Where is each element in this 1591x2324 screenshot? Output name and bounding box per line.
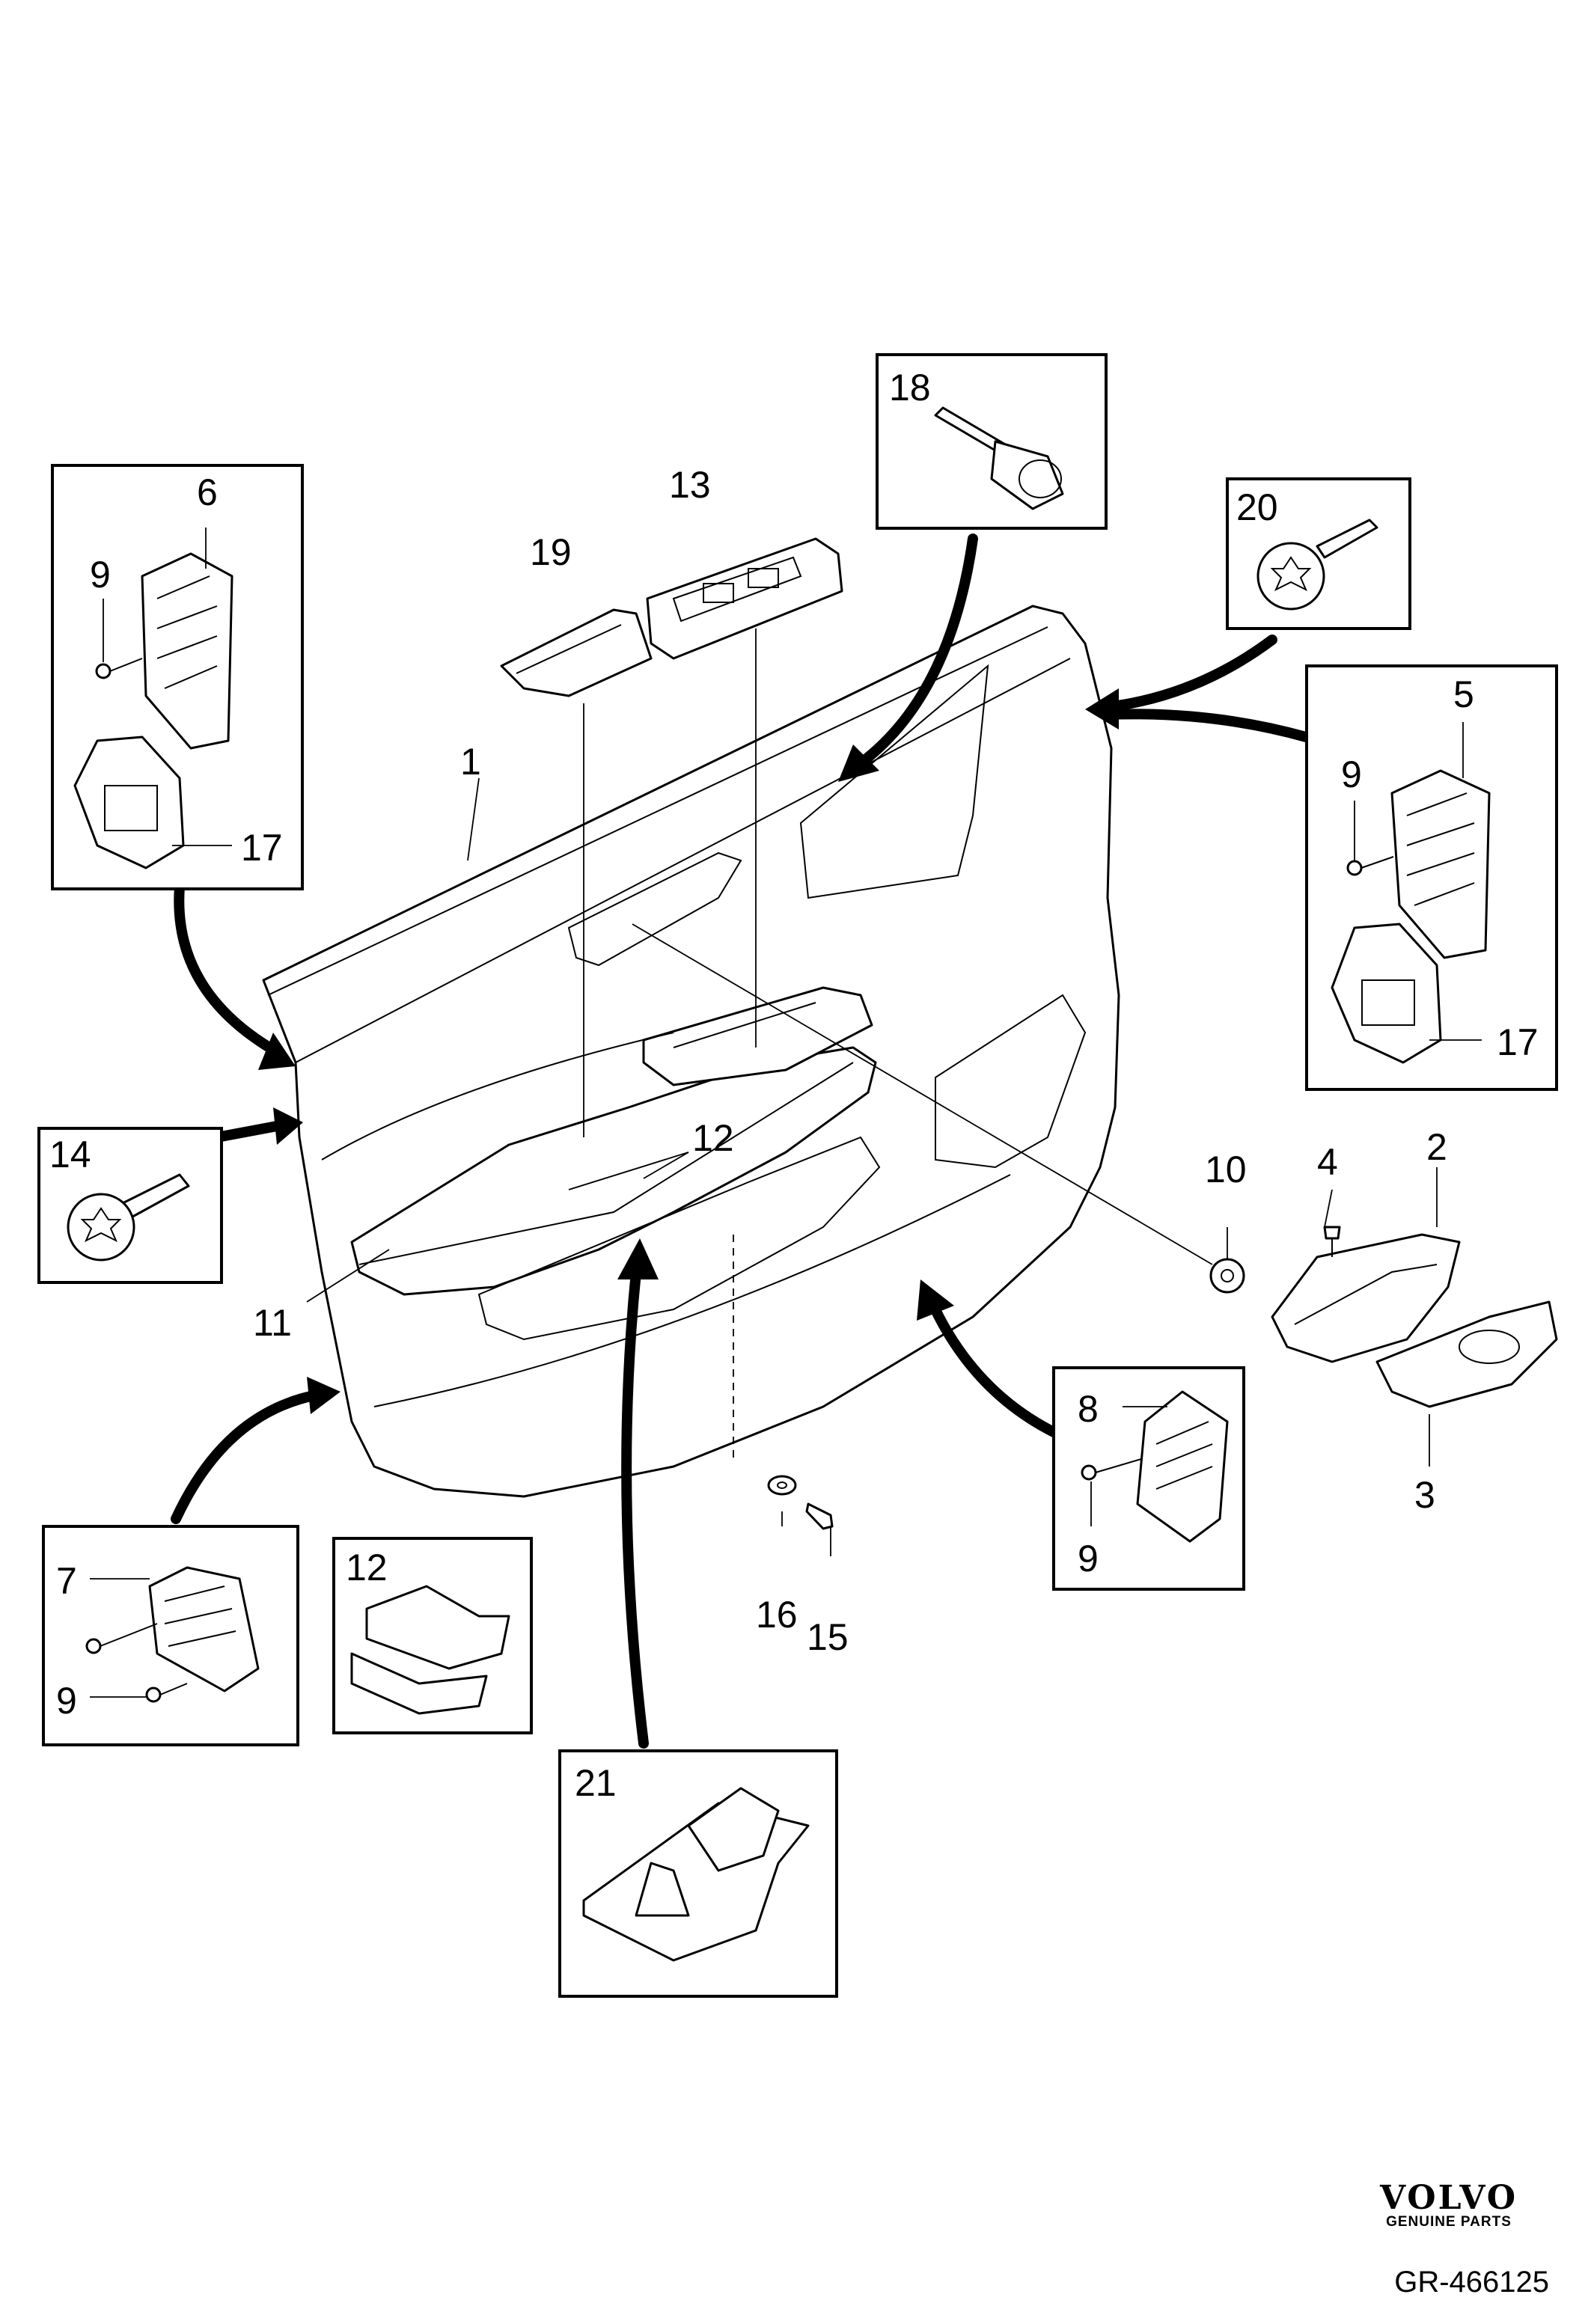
label-11: 11 [253,1302,292,1344]
callout-labels: 1 2 3 4 5 6 7 8 9 9 9 9 10 11 12 12 13 1… [49,367,1539,1804]
screw-and-washer [767,1475,834,1530]
label-17b: 17 [1497,1021,1539,1063]
label-18: 18 [889,367,931,409]
label-5: 5 [1453,673,1474,715]
callout-arrows [171,533,1311,1749]
box-retainer-clip-8 [1052,1366,1245,1591]
label-17a: 17 [241,827,283,869]
label-9d: 9 [1078,1538,1099,1580]
volvo-logo: VOLVO [1379,2179,1518,2217]
label-10: 10 [1205,1149,1247,1190]
label-12-main: 12 [692,1117,734,1159]
label-9a: 9 [90,554,111,596]
label-1: 1 [460,741,481,783]
door-trim-panel [262,605,1120,1498]
box-screw-20 [1226,477,1411,630]
label-4: 4 [1317,1141,1338,1183]
label-3: 3 [1414,1474,1435,1516]
label-9b: 9 [1341,753,1362,795]
box-clip-12 [332,1537,533,1734]
leader-lines [306,629,1438,1556]
label-13: 13 [669,464,711,506]
label-6: 6 [197,471,218,513]
genuine-parts-subtitle: GENUINE PARTS [1386,2214,1512,2230]
trim-cover [500,608,653,697]
label-20: 20 [1236,486,1278,528]
label-15: 15 [807,1616,849,1658]
box-retainer-clips-right [1305,664,1558,1091]
label-2: 2 [1426,1126,1447,1168]
volvo-brand-mark: VOLVO GENUINE PARTS [1352,2179,1546,2230]
diagram-reference-code: GR-466125 [1394,2266,1549,2299]
label-14: 14 [49,1134,91,1175]
label-9c: 9 [56,1680,77,1722]
label-12-box: 12 [346,1547,388,1588]
window-switch-panel [646,537,843,660]
box-retainer-clips-upper-left [51,464,304,890]
box-screw-14 [37,1127,223,1284]
label-7: 7 [56,1560,77,1602]
box-bracket-21 [558,1749,838,1998]
label-8: 8 [1078,1388,1099,1430]
label-16: 16 [756,1594,798,1636]
label-19: 19 [530,531,572,573]
box-retainer-clip-lower-left [42,1525,299,1746]
inner-door-handle-assembly [1209,1226,1558,1408]
box-bolt-18 [876,353,1108,530]
label-21: 21 [575,1762,617,1804]
